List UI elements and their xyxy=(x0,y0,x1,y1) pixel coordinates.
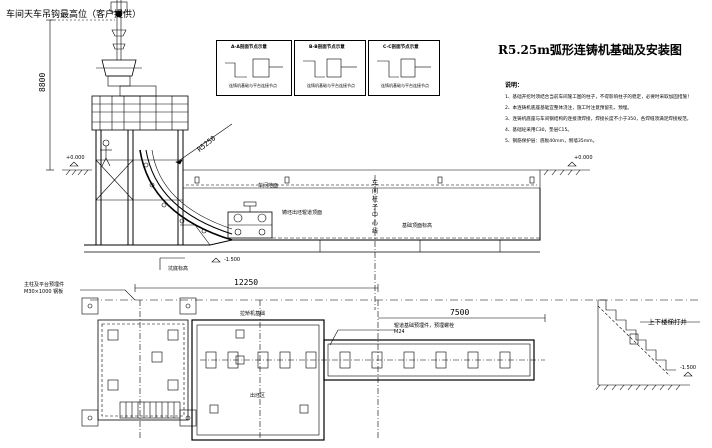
pit-top-label: 基础顶面标高 xyxy=(402,223,433,229)
plan-anchor-boxes xyxy=(205,329,511,414)
plan-column-bases xyxy=(81,297,197,427)
plan-dim-right: 7500 xyxy=(450,308,470,317)
track-label: 铸坯出坯辊道顶面 xyxy=(282,210,323,216)
stair-level: -1.500 xyxy=(680,365,697,371)
stair-label: 上下楼梯打井 xyxy=(648,318,687,326)
leader-lines xyxy=(80,289,395,346)
note-item: 5、钢筋保护层：底板40mm，侧墙35mm。 xyxy=(505,139,598,144)
level-left-top: +0.000 xyxy=(66,155,85,161)
plan-pit-label: 出坯区 xyxy=(250,393,266,399)
plan-annotation-right: 辊道基础预埋件，预埋螺栓M24 xyxy=(394,323,455,335)
pit-bottom-label: 坑底标高 xyxy=(168,266,189,272)
detail-box-b: B-B剖面节点示意 连铸机基础与平台连接节点 xyxy=(294,40,366,96)
plan-dimension-lines xyxy=(90,284,700,322)
detail-box-c: C-C剖面节点示意 连铸机基础与平台连接节点 xyxy=(368,40,440,96)
plan-annotation-left2: M30×1000 钢板 xyxy=(24,289,64,295)
detail-c-caption: C-C剖面节点示意 xyxy=(383,45,419,50)
notes-heading: 说明： xyxy=(505,82,524,89)
stair-section-detail xyxy=(595,299,700,391)
plan-foundation xyxy=(97,300,545,441)
crane-hook-assembly xyxy=(96,0,142,87)
detail-b-caption: B-B剖面节点示意 xyxy=(309,45,345,50)
crane-hook-note: 车间天车吊钩最高位（客户提供） xyxy=(6,10,142,20)
note-item: 3、连铸机底座与车间钢结构的连接须焊接，焊接长度不小于350，各焊缝须满足焊接规… xyxy=(505,117,692,122)
plan-annotation-left: 主柱及平台预埋件 xyxy=(24,282,65,288)
height-dim-label: 8800 xyxy=(38,72,47,92)
embedded-markers xyxy=(159,176,535,270)
straightener-unit xyxy=(227,201,273,239)
casting-platform xyxy=(91,85,189,245)
strand-arc xyxy=(139,123,233,241)
detail-a-caption: A-A剖面节点示意 xyxy=(231,45,267,50)
operator-figure xyxy=(100,139,112,167)
general-notes: 说明： 1、基础开挖时须结合当前车间施工图的柱子，不得影响柱子的稳定，必要时采取… xyxy=(505,80,710,147)
detail-b-sketch xyxy=(303,58,357,78)
column-centerline-label: 车间柱子中心线 xyxy=(372,180,379,235)
floor-top-label: 车间地面 xyxy=(258,183,279,189)
plan-dim-main: 12250 xyxy=(234,278,259,287)
plan-center-label: 拉矫机基础 xyxy=(240,311,266,317)
height-dimension xyxy=(46,19,115,171)
detail-c-sketch xyxy=(377,58,431,78)
detail-a-sub: 连铸机基础与平台连接节点 xyxy=(229,83,277,88)
detail-c-sub: 连铸机基础与平台连接节点 xyxy=(381,83,429,88)
detail-box-a: A-A剖面节点示意 连铸机基础与平台连接节点 xyxy=(216,40,292,96)
elevation-ground xyxy=(62,161,590,310)
detail-a-sketch xyxy=(225,58,283,78)
drawing-title: R5.25m弧形连铸机基础及安装图 xyxy=(498,43,682,57)
note-item: 1、基础开挖时须结合当前车间施工图的柱子，不得影响柱子的稳定，必要时采取加固措施… xyxy=(505,95,692,100)
level-right-top: +0.000 xyxy=(574,155,593,161)
plan-stair xyxy=(119,401,181,419)
note-item: 4、基础砼采用C30，垫层C15。 xyxy=(505,128,572,133)
level-pit: -1.500 xyxy=(224,257,241,263)
detail-b-sub: 连铸机基础与平台连接节点 xyxy=(307,83,355,88)
note-item: 2、本连铸机底座基础宜整体浇注，施工时注意预留孔、预埋。 xyxy=(505,106,632,111)
